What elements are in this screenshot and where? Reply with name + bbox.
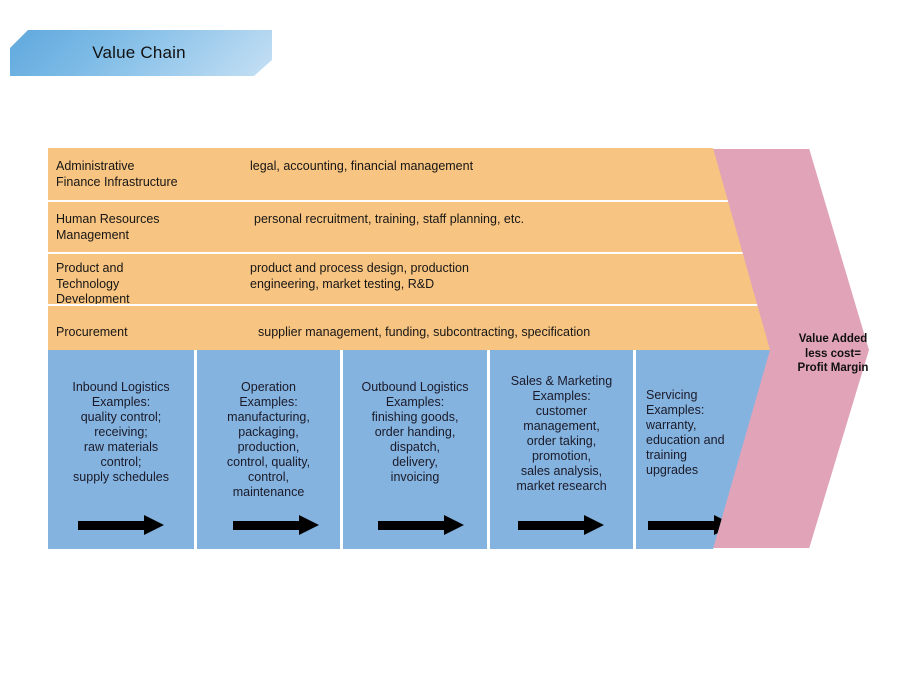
support-row-divider <box>48 304 770 306</box>
support-description-2: product and process design, production e… <box>250 261 469 291</box>
profit-margin-label: Value Added less cost= Profit Margin <box>797 333 869 374</box>
support-row-administrative-finance-infrastructure: Administrative Finance Infrastructure le… <box>48 148 770 200</box>
support-row-divider <box>48 252 770 254</box>
flow-arrow-icon <box>378 515 464 535</box>
primary-activity-text-3: Sales & Marketing Examples: customer man… <box>510 374 613 493</box>
support-label-0: Administrative Finance Infrastructure <box>56 159 178 189</box>
primary-activity-inbound-logistics: Inbound Logistics Examples: quality cont… <box>48 350 194 549</box>
flow-arrow-icon <box>233 515 319 535</box>
support-label-3: Procurement <box>56 325 128 339</box>
primary-activity-text-1: Operation Examples: manufacturing, packa… <box>226 380 311 499</box>
support-description-3: supplier management, funding, subcontrac… <box>258 325 591 339</box>
chain-shape: Value Added less cost= Profit Margin Adm… <box>48 148 870 549</box>
flow-arrow-icon <box>518 515 604 535</box>
support-row-human-resources-management: Human Resources Management personal recr… <box>48 200 770 252</box>
title-banner: Value Chain <box>10 30 272 76</box>
flow-arrow-icon <box>78 515 164 535</box>
support-row-divider <box>48 200 770 202</box>
primary-activity-sales-marketing: Sales & Marketing Examples: customer man… <box>490 350 633 549</box>
support-activities-block: Administrative Finance Infrastructure le… <box>48 148 770 350</box>
title-banner-label: Value Chain <box>92 43 186 62</box>
primary-activity-operation: Operation Examples: manufacturing, packa… <box>197 350 340 549</box>
support-row-product-technology-development: Product and Technology Development produ… <box>48 252 770 306</box>
primary-activities-block: Inbound Logistics Examples: quality cont… <box>48 350 770 549</box>
support-description-0: legal, accounting, financial management <box>250 159 474 173</box>
support-row-procurement: Procurement supplier management, funding… <box>48 304 770 350</box>
primary-activity-outbound-logistics: Outbound Logistics Examples: finishing g… <box>343 350 487 549</box>
primary-activity-text-0: Inbound Logistics Examples: quality cont… <box>72 380 170 484</box>
support-description-1: personal recruitment, training, staff pl… <box>254 212 525 226</box>
support-label-2: Product and Technology Development <box>56 261 130 306</box>
support-label-1: Human Resources Management <box>56 212 160 242</box>
primary-activity-text-2: Outbound Logistics Examples: finishing g… <box>361 380 469 484</box>
primary-activity-text-4: Servicing Examples: warranty, education … <box>646 388 725 477</box>
